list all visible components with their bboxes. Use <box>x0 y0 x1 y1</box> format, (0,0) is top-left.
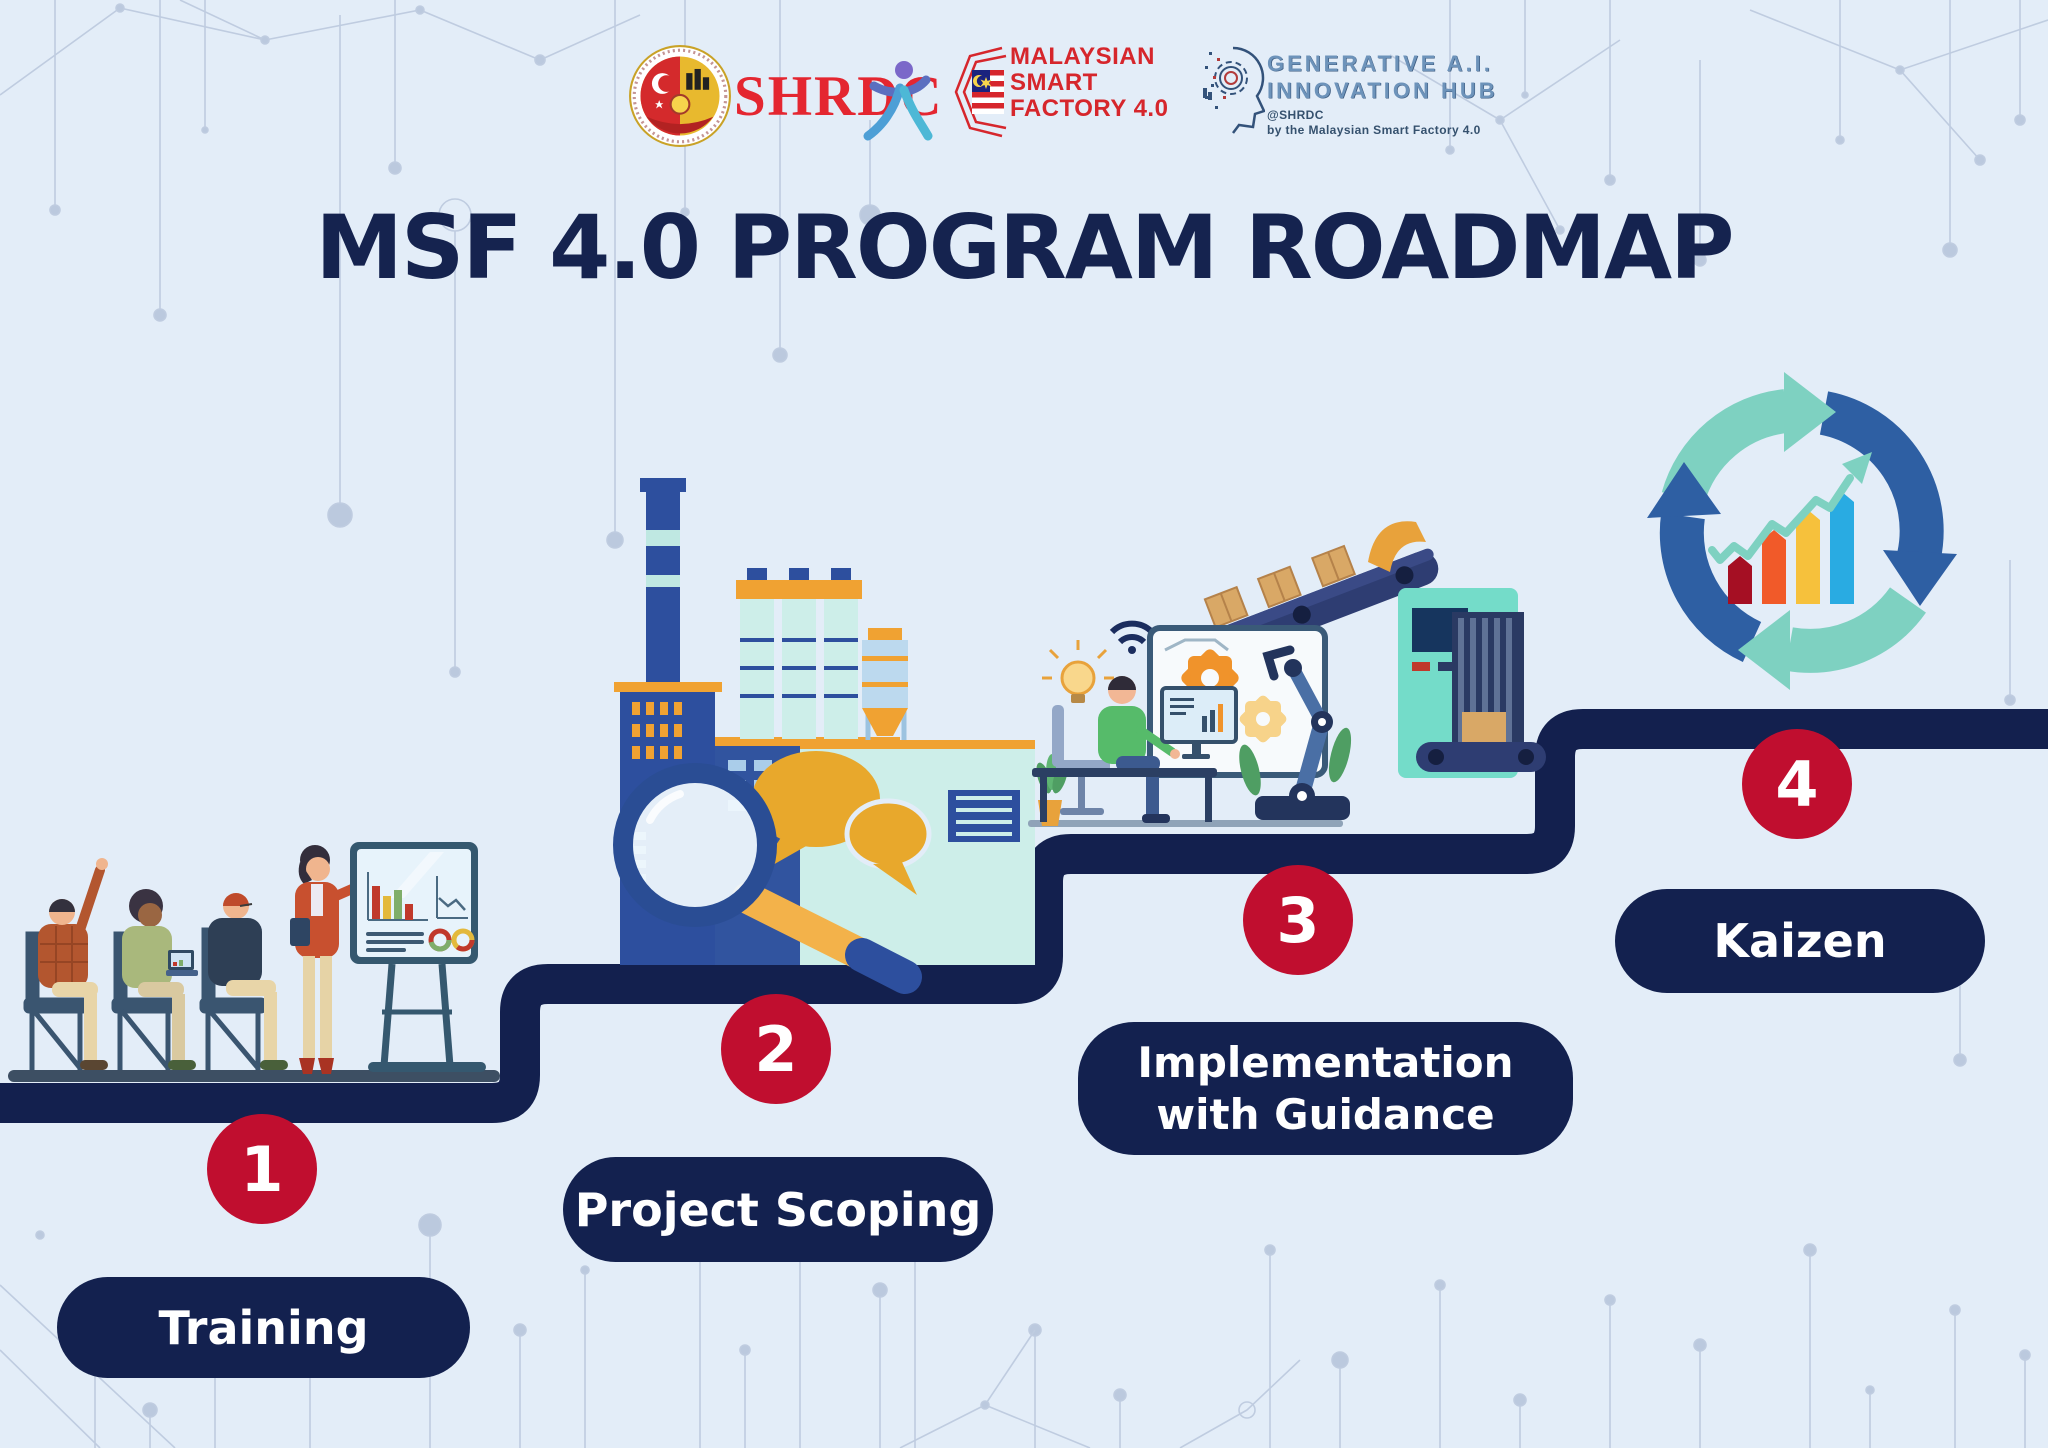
trainee-with-laptop <box>122 889 198 1070</box>
factory-windows-orange <box>632 702 682 759</box>
step-1-number-badge: 1 <box>207 1114 317 1224</box>
step-4-number-badge: 4 <box>1742 729 1852 839</box>
msf-hexagon-flag-icon <box>954 46 1007 138</box>
wifi-icon <box>1109 620 1155 654</box>
conveyor-boxes <box>1203 544 1357 629</box>
shrdc-figure-icon <box>863 61 933 141</box>
msf-line-2: SMART <box>1010 69 1098 96</box>
screen-donut-charts <box>428 928 475 952</box>
shrdc-emblem-icon <box>629 45 731 147</box>
presenter <box>290 845 377 1074</box>
msf-line-3: FACTORY 4.0 <box>1010 95 1169 122</box>
step-3-label-pill: Implementation with Guidance <box>1078 1022 1573 1155</box>
msf-logo: MALAYSIAN SMART FACTORY 4.0 <box>952 36 1187 148</box>
presentation-screen <box>350 842 486 1072</box>
step-2-label-pill: Project Scoping <box>563 1157 993 1262</box>
trainee-navy-jacket <box>208 893 288 1070</box>
magnifier-icon <box>613 763 922 994</box>
genai-hub-logo: GENERATIVE A.I. INNOVATION HUB @SHRDC by… <box>1203 34 1563 139</box>
loader-arm-icon <box>1368 521 1426 572</box>
page-title: MSF 4.0 PROGRAM ROADMAP <box>315 196 1734 299</box>
packing-machine <box>1398 588 1546 778</box>
step-3-label-line-1: Implementation <box>1137 1037 1514 1087</box>
step-2-number: 2 <box>754 1012 798 1086</box>
growth-bar-chart-icon <box>1708 452 1872 604</box>
step-1-label: Training <box>158 1300 369 1355</box>
implementation-illustration <box>1028 521 1546 827</box>
ai-head-icon <box>1203 46 1265 134</box>
step-3-number: 3 <box>1276 883 1320 957</box>
screen-bar-chart <box>367 872 428 921</box>
msf-wordmark: MALAYSIAN SMART FACTORY 4.0 <box>1010 44 1168 122</box>
genai-byline: by the Malaysian Smart Factory 4.0 <box>1267 123 1481 137</box>
speech-bubbles-icon <box>752 751 932 895</box>
step-3-number-badge: 3 <box>1243 865 1353 975</box>
step-1-label-pill: Training <box>57 1277 470 1378</box>
screen-line-chart <box>436 876 468 919</box>
genai-line-1: GENERATIVE A.I. <box>1267 51 1493 76</box>
step-2-label: Project Scoping <box>574 1182 982 1237</box>
step-4-label: Kaizen <box>1713 914 1887 968</box>
staircase-path <box>0 709 2048 1123</box>
step-4-label-pill: Kaizen <box>1615 889 1985 993</box>
shrdc-logo: SHRDC <box>628 38 942 156</box>
factory-silos <box>736 568 862 739</box>
gear-icon-light <box>1239 695 1287 743</box>
kaizen-cycle-icon <box>1647 372 1957 690</box>
genai-wordmark: GENERATIVE A.I. INNOVATION HUB @SHRDC by… <box>1267 50 1498 138</box>
step-2-number-badge: 2 <box>721 994 831 1104</box>
screen-text-lines <box>366 932 424 952</box>
factory-icon <box>613 478 1035 994</box>
step-3-label-line-2: with Guidance <box>1156 1089 1495 1139</box>
robot-arm-icon <box>1239 645 1352 820</box>
lightbulb-icon <box>1042 640 1114 703</box>
trainee-raising-hand <box>38 858 108 1070</box>
step-4-number: 4 <box>1775 747 1819 821</box>
genai-line-2: INNOVATION HUB <box>1267 78 1498 103</box>
engineer-at-desk <box>1032 676 1238 823</box>
msf-line-1: MALAYSIAN <box>1010 43 1155 70</box>
genai-tag: @SHRDC <box>1267 108 1324 122</box>
training-illustration <box>8 842 500 1082</box>
step-1-number: 1 <box>240 1132 284 1206</box>
logo-row: SHRDC <box>0 0 2048 160</box>
malaysia-flag-icon <box>972 70 1004 114</box>
